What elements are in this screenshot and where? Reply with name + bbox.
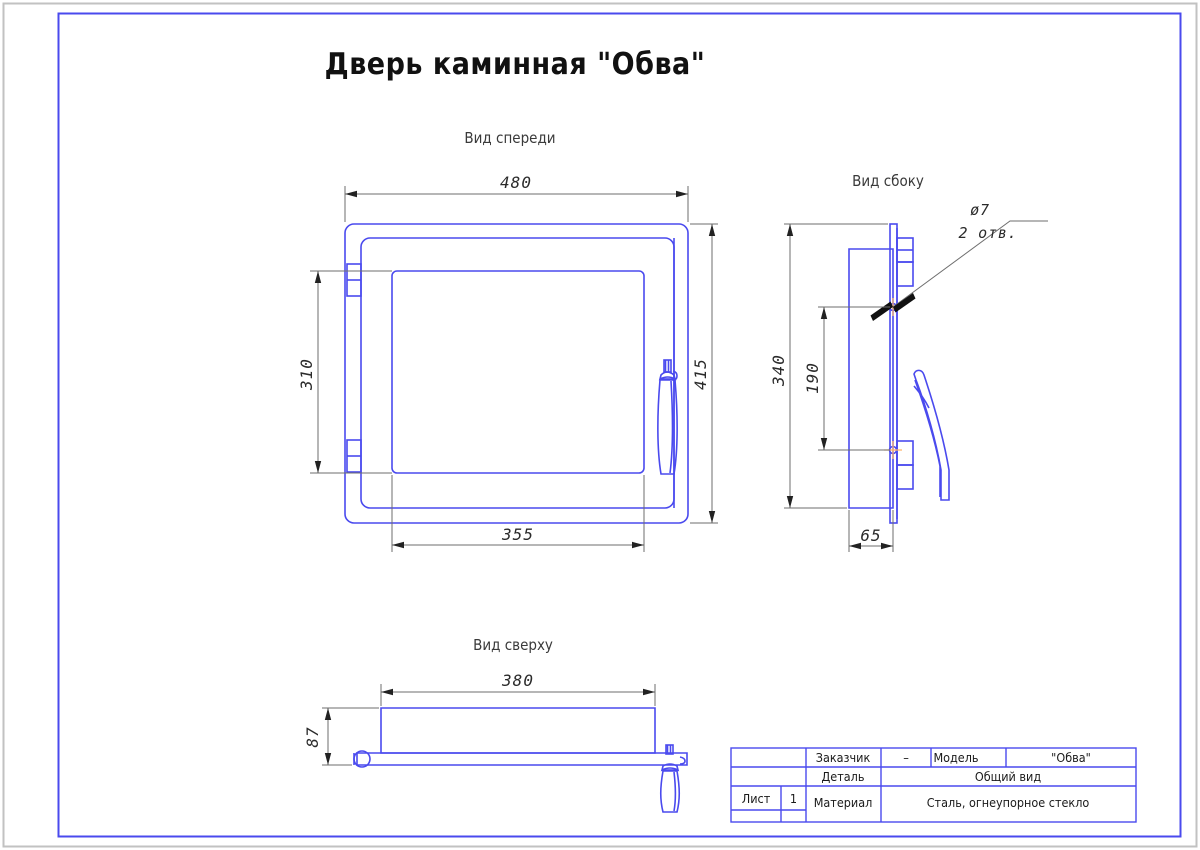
title-block-key-model-cell: Модель	[933, 750, 978, 765]
title-block: Заказчик – Модель Модель Деталь Общий ви…	[730, 747, 1137, 823]
front-view: Вид спереди	[297, 129, 718, 552]
dim-text-310: 310	[297, 358, 316, 391]
top-view: Вид сверху	[303, 636, 688, 813]
flange-plate-top	[356, 752, 688, 766]
title-block-value-material: Сталь, огнеупорное стекло	[927, 795, 1090, 810]
dim-text-65: 65	[860, 526, 881, 545]
front-view-dimensions	[310, 186, 718, 552]
dim-text-415: 415	[691, 358, 710, 390]
dim-text-355: 355	[501, 525, 534, 544]
side-view: Вид сбоку	[769, 172, 1048, 552]
title-block-sheet-number: 1	[790, 791, 797, 806]
title-block-key-part: Деталь	[822, 769, 865, 784]
top-view-dimensions	[322, 684, 656, 766]
title-block-key-customer: Заказчик	[816, 750, 871, 765]
note-hole-diameter: ø7	[970, 201, 990, 219]
top-view-geometry	[353, 707, 688, 813]
title-block-value-model-cell: "Обва"	[1051, 750, 1091, 765]
body-box-outline	[848, 248, 894, 509]
page-title: Дверь каминная "Обва"	[325, 47, 706, 82]
front-view-geometry	[344, 223, 689, 524]
hinge-upper-side	[896, 237, 914, 287]
dim-text-190: 190	[803, 362, 822, 394]
door-handle-side	[913, 369, 950, 501]
title-block-grid	[730, 747, 1137, 823]
title-block-sheet-label: Лист	[742, 791, 771, 806]
dim-text-87: 87	[303, 726, 322, 747]
handle-boss-top	[665, 744, 686, 765]
hinge-barrel-top	[353, 750, 371, 768]
dim-text-480: 480	[500, 173, 532, 192]
note-hole-count: 2 отв.	[959, 224, 1018, 242]
hinge-upper	[346, 263, 362, 297]
hole-callout	[870, 220, 1048, 321]
leader-arrow	[893, 293, 916, 313]
hinge-lower-side	[896, 440, 914, 490]
door-handle-front	[657, 359, 678, 475]
side-view-label: Вид сбоку	[852, 172, 924, 190]
hinge-lower	[346, 439, 362, 473]
dim-text-380: 380	[501, 671, 534, 690]
glass-panel-outline	[391, 270, 645, 474]
title-block-key-material: Материал	[814, 795, 873, 810]
side-view-geometry	[848, 223, 950, 524]
drawing-frame	[57, 12, 1182, 838]
front-view-label: Вид спереди	[464, 129, 555, 147]
title-block-value-customer: –	[903, 750, 909, 765]
leader-line	[892, 220, 1048, 308]
outer-frame-outline	[344, 223, 689, 524]
title-block-value-part: Общий вид	[975, 769, 1041, 784]
leader-arrow-tail	[870, 301, 893, 321]
dim-text-340: 340	[769, 354, 788, 387]
door-handle-top	[659, 763, 681, 813]
side-view-dimensions	[784, 223, 894, 552]
top-view-label: Вид сверху	[473, 636, 553, 654]
